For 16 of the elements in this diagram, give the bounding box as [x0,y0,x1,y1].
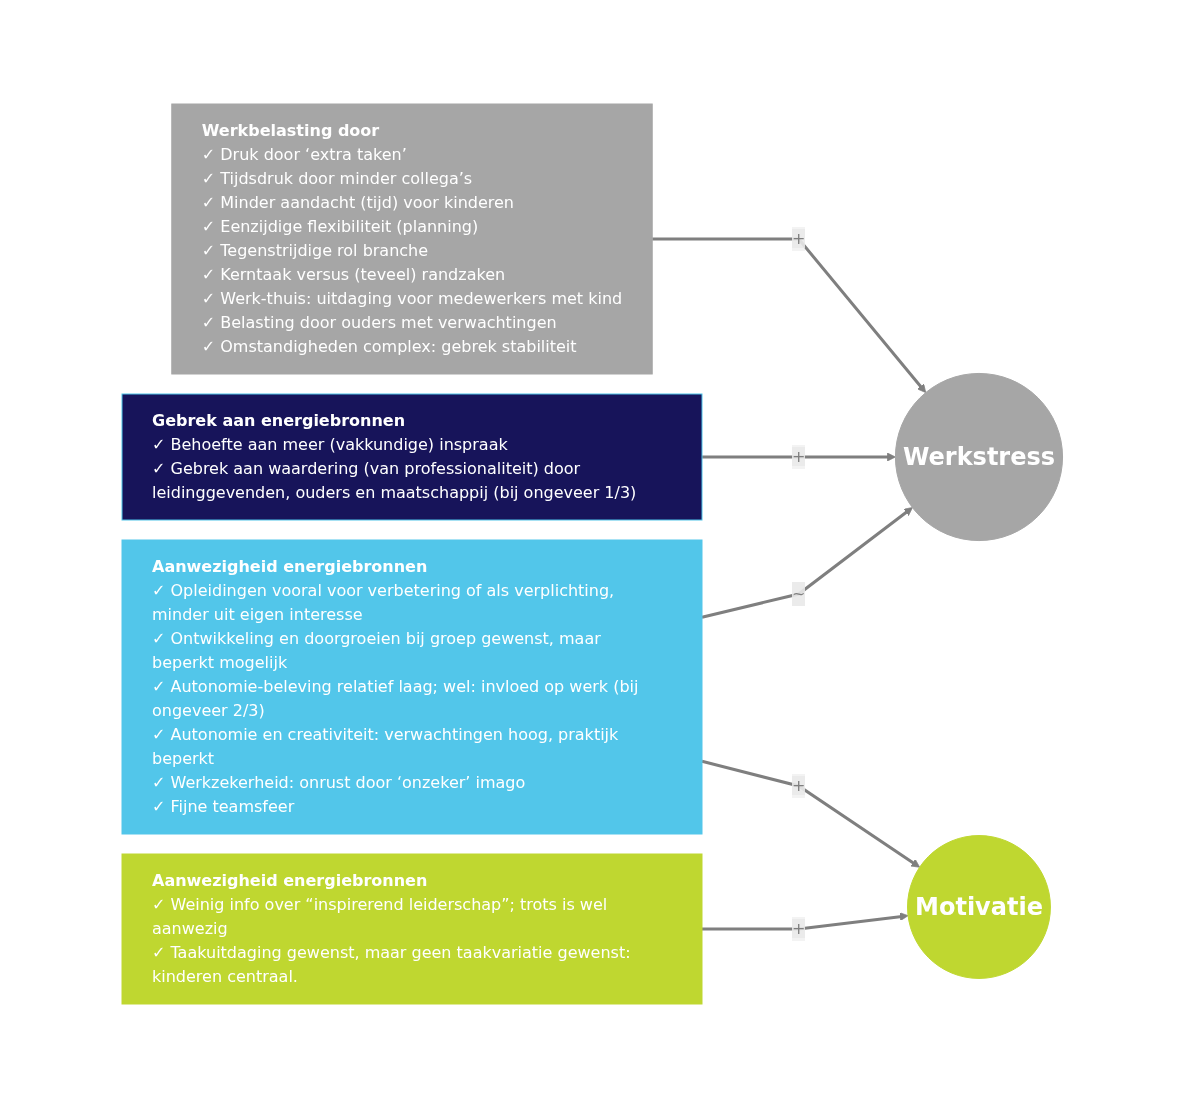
node-circle: Werkstress [895,372,1064,542]
edge-label: ~ [792,584,806,603]
edge-label: + [792,776,806,795]
edge-label: + [792,447,806,466]
arrow [702,912,909,931]
edge-label: + [792,229,806,248]
node-box: Werkbelasting door ✓ Druk door ‘extra taken’ ✓ Tijdsdruk door minder collega’s ✓ Minder aandacht (tijd) voor kinderen ✓ Eenzijdige flexibiliteit (planning) ✓ Tegenstrijdige rol branche ✓ Kerntaak versus (teveel) randzaken ✓ Werk-thuis: uitdaging voor medewerkers met kind ✓ Belasting door ouders met verwachtingen ✓ Omstandigheden complex: gebrek stabiliteit [171,103,653,375]
node-box: Aanwezigheid energiebronnen ✓ Weinig info over “inspirerend leiderschap”; trots is wel aanwezig ✓ Taakuitdaging gewenst, maar geen taakvariatie gewenst: kinderen centraal. [121,853,703,1005]
node-box: Gebrek aan energiebronnen ✓ Behoefte aan meer (vakkundige) inspraak ✓ Gebrek aan waardering (van professionaliteit) door leidinggevenden, ouders en maatschappij (bij ongeveer 1/3) [121,393,703,521]
node-circle: Motivatie [907,835,1052,979]
node-box: Aanwezigheid energiebronnen ✓ Opleidingen vooral voor verbetering of als verplichting, minder uit eigen interesse ✓ Ontwikkeling en doorgroeien bij groep gewenst, maar beperkt mogelijk ✓ Autonomie-beleving relatief laag; wel: invloed op werk (bij ongeveer 2/3) ✓ Autonomie en creativiteit: verwachtingen hoog, praktijk beperkt ✓ Werkzekerheid: onrust door ‘onzeker’ imago ✓ Fijne teamsfeer [121,539,703,835]
edge-label: + [792,919,806,938]
arrow [701,759,921,868]
arrow [701,507,914,619]
arrow [652,237,927,393]
arrow [702,452,896,462]
